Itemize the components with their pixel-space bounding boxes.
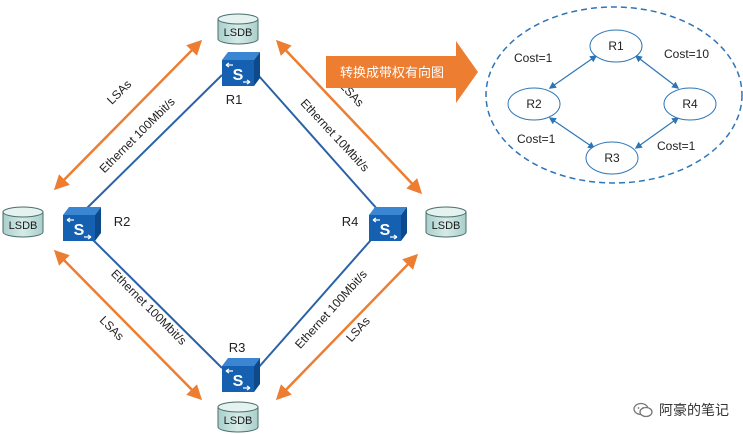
graph-node-label-r3: R3 [604, 151, 620, 165]
lsdb-label: LSDB [224, 27, 253, 39]
graph-node-r3 [585, 141, 639, 175]
graph-cost-r3-r4: Cost=1 [657, 139, 696, 153]
lsdb-label: LSDB [9, 220, 38, 232]
graph-node-label-r4: R4 [682, 97, 698, 111]
graph-edge-r1-r2 [548, 55, 598, 89]
wechat-icon [633, 402, 653, 418]
link-labels: Ethernet 100Mbit/s Ethernet 10Mbit/s Eth… [97, 95, 373, 352]
graph-boundary [485, 6, 743, 184]
lsa-arrow-r1-r2 [53, 39, 203, 191]
graph-node-r2 [507, 87, 561, 121]
graph-edge-r1-r4 [634, 55, 680, 89]
router-glyph: S [74, 222, 85, 239]
router-glyph: S [233, 67, 244, 84]
router-glyph: S [233, 373, 244, 390]
graph-node-r4 [663, 87, 717, 121]
lsdb-r1: LSDB [217, 13, 259, 45]
router-label-r4: R4 [342, 214, 359, 229]
router-label-r3: R3 [229, 340, 246, 355]
graph-node-label-r1: R1 [608, 39, 624, 53]
link-r2-r3 [84, 231, 223, 369]
weighted-graph: R1 R2 R3 R4 Cost=1 Cost=10 Cost=1 Cost=1 [485, 6, 743, 184]
watermark: 阿豪的笔记 [633, 400, 729, 420]
lsa-arrow-r2-r3 [53, 249, 203, 401]
router-r1-icon: S [222, 52, 260, 86]
router-glyph: S [380, 222, 391, 239]
lsdb-r4: LSDB [425, 206, 467, 238]
lsdb-r2: LSDB [2, 206, 44, 238]
lsa-arrow-r3-r4 [275, 253, 419, 401]
router-r3-icon: S [222, 358, 260, 392]
lsdb-label: LSDB [432, 220, 461, 232]
lsdb-r3: LSDB [217, 401, 259, 433]
watermark-text: 阿豪的笔记 [659, 403, 729, 419]
graph-edge-r2-r3 [548, 117, 596, 149]
lsa-label-r3-r4: LSAs [343, 314, 373, 345]
graph-cost-r1-r2: Cost=1 [514, 51, 553, 65]
graph-edge-r3-r4 [634, 117, 680, 149]
convert-banner-arrow: 转换成带权有向图 [326, 41, 478, 103]
lsa-arrows [53, 39, 423, 401]
lsa-arrow-r1-r4 [275, 39, 423, 195]
banner-text: 转换成带权有向图 [340, 65, 444, 81]
router-label-r1: R1 [226, 92, 243, 107]
lsa-label-r1-r2: LSAs [104, 77, 134, 107]
graph-cost-r2-r3: Cost=1 [517, 132, 556, 146]
graph-cost-r1-r4: Cost=10 [664, 47, 709, 61]
router-r2-icon: S [63, 207, 101, 241]
link-r3-r4 [257, 231, 379, 369]
router-r4-icon: S [369, 207, 407, 241]
router-label-r2: R2 [114, 214, 131, 229]
graph-node-r1 [589, 29, 643, 63]
lsdb-label: LSDB [224, 415, 253, 427]
graph-node-label-r2: R2 [526, 97, 542, 111]
